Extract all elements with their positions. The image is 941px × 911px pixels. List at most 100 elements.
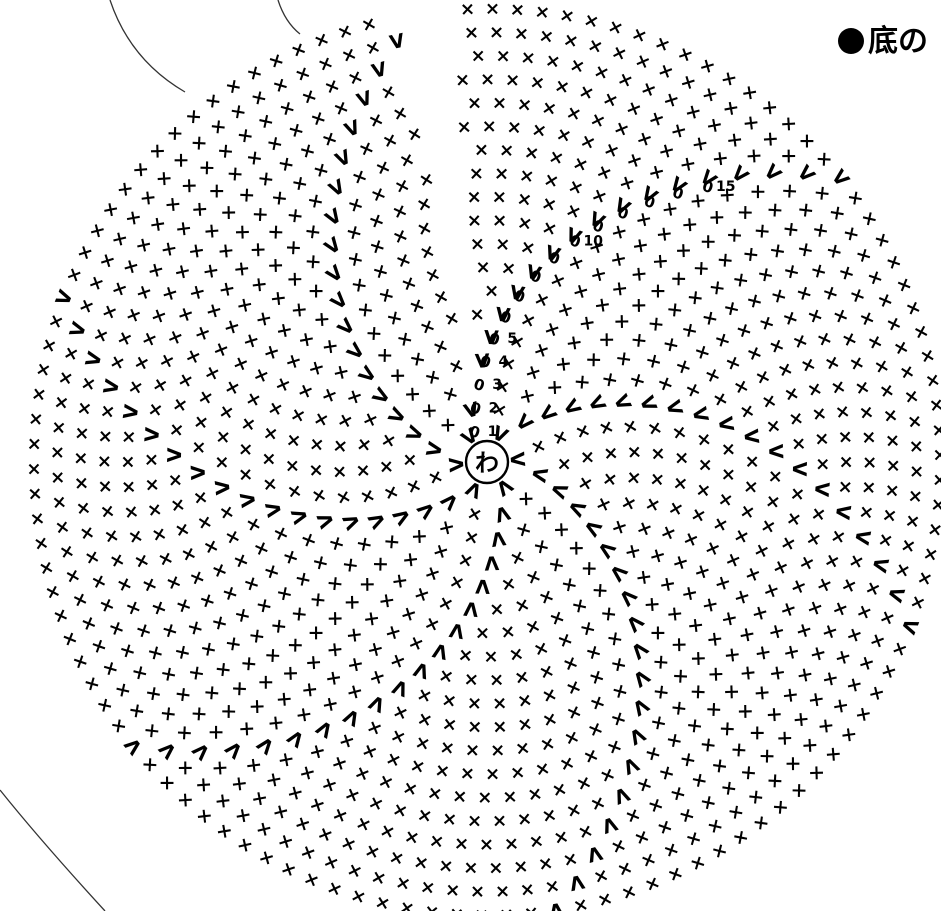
single-crochet-stitch: × [171,216,197,241]
single-crochet-stitch: × [874,531,898,550]
increase-stitch: V [389,674,411,700]
single-crochet-stitch: × [881,314,906,335]
single-crochet-stitch: × [389,199,410,224]
single-crochet-stitch: × [858,429,880,445]
single-crochet-stitch: × [343,679,367,705]
single-crochet-stitch: × [359,12,379,36]
single-crochet-stitch: × [315,51,337,76]
single-crochet-stitch: × [681,380,706,401]
single-crochet-stitch: × [570,152,591,177]
single-crochet-stitch: × [414,193,434,217]
single-crochet-stitch: × [342,220,366,246]
single-crochet-stitch: × [540,97,559,120]
single-crochet-stitch: × [891,274,916,296]
single-crochet-stitch: × [436,591,456,615]
single-crochet-stitch: × [480,69,495,90]
round-label: 15 [716,179,735,195]
single-crochet-stitch: × [348,884,368,908]
increase-stitch: V [448,618,467,642]
single-crochet-stitch: × [304,357,330,380]
single-crochet-stitch: × [463,668,480,690]
single-crochet-stitch: × [513,666,531,689]
single-crochet-stitch: × [608,678,632,704]
single-crochet-stitch: × [704,205,729,231]
single-crochet-stitch: × [494,163,510,185]
single-crochet-stitch: × [913,569,937,589]
single-crochet-stitch: × [242,514,266,534]
single-crochet-stitch: × [24,486,46,503]
single-crochet-stitch: × [526,783,544,806]
single-crochet-stitch: × [188,439,210,455]
single-crochet-stitch: × [547,146,566,170]
single-crochet-stitch: × [245,694,270,720]
single-crochet-stitch: × [677,70,700,96]
single-crochet-stitch: × [548,427,573,448]
single-crochet-stitch: × [79,672,105,695]
single-crochet-stitch: × [561,29,580,53]
single-crochet-stitch: × [735,402,758,421]
single-crochet-stitch: × [834,429,856,446]
single-crochet-stitch: × [577,449,599,465]
single-crochet-stitch: × [24,436,46,452]
single-crochet-stitch: × [435,413,461,438]
single-crochet-stitch: × [607,706,630,732]
increase-stitch: V [492,501,513,526]
single-crochet-stitch: × [25,411,47,428]
magic-ring: わ [466,441,508,483]
single-crochet-stitch: × [812,329,837,350]
single-crochet-stitch: × [749,219,775,244]
single-crochet-stitch: × [580,744,601,769]
single-crochet-stitch: × [466,186,482,208]
single-crochet-stitch: × [77,374,101,393]
single-crochet-stitch: × [539,217,559,241]
single-crochet-stitch: × [174,370,198,390]
single-crochet-stitch: × [388,724,409,749]
single-crochet-stitch: × [694,457,715,472]
single-crochet-stitch: × [190,413,213,431]
single-crochet-stitch: × [700,365,725,387]
single-crochet-stitch: × [366,108,387,133]
single-crochet-stitch: × [168,148,194,173]
single-crochet-stitch: × [518,308,538,332]
single-crochet-stitch: × [329,437,352,454]
single-crochet-stitch: × [467,92,483,114]
single-crochet-stitch: × [338,831,359,856]
single-crochet-stitch: × [863,332,888,353]
single-crochet-stitch: × [298,84,321,109]
single-crochet-stitch: × [542,375,567,401]
magic-ring-label: わ [475,449,499,477]
single-crochet-stitch: × [660,837,683,862]
single-crochet-stitch: × [618,417,642,437]
single-crochet-stitch: × [641,495,665,515]
single-crochet-stitch: × [817,667,843,691]
single-crochet-stitch: × [48,419,70,436]
single-crochet-stitch: × [609,41,630,66]
increase-stitch: V [583,392,609,416]
single-crochet-stitch: × [161,572,186,594]
single-crochet-stitch: × [743,784,768,810]
single-crochet-stitch: × [682,826,705,852]
single-crochet-stitch: × [540,708,560,732]
single-crochet-stitch: × [440,689,458,712]
single-crochet-stitch: × [722,223,748,248]
single-crochet-stitch: × [377,431,401,450]
single-crochet-stitch: × [490,740,506,762]
single-crochet-stitch: × [788,331,813,353]
single-crochet-stitch: × [463,857,479,879]
single-crochet-stitch: × [71,425,93,442]
single-crochet-stitch: × [207,611,233,635]
single-crochet-stitch: × [54,369,78,388]
single-crochet-stitch: × [710,572,736,595]
single-crochet-stitch: × [756,517,780,536]
single-crochet-stitch: × [558,4,577,27]
increase-stitch: V [739,428,762,445]
single-crochet-stitch: × [716,775,741,801]
single-crochet-stitch: × [283,482,306,500]
single-crochet-stitch: × [858,479,880,495]
single-crochet-stitch: × [305,462,327,478]
single-crochet-stitch: × [353,436,376,454]
single-crochet-stitch: × [143,501,166,519]
single-crochet-stitch: × [645,106,668,132]
single-crochet-stitch: × [446,354,467,379]
single-crochet-stitch: × [426,782,444,805]
